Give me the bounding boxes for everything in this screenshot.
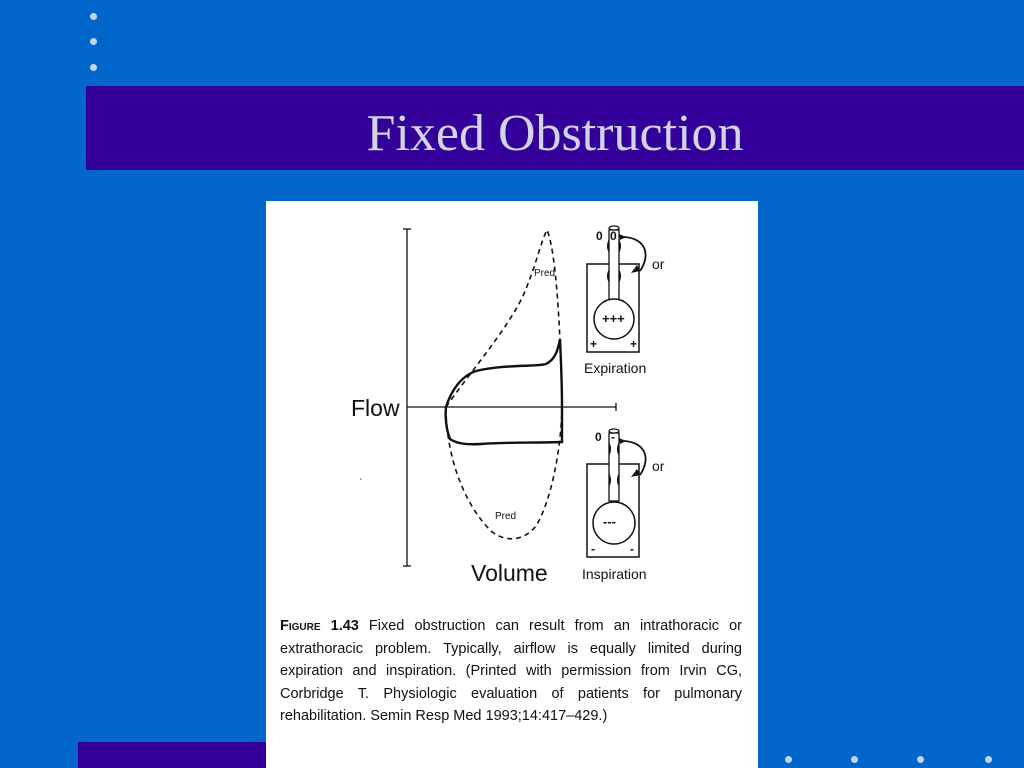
zero-label: 0 [610,229,617,243]
minus-label: - [630,542,634,556]
title-bar: Fixed Obstruction [86,86,1024,170]
bottom-bar [78,742,268,768]
decor-dot [90,13,97,20]
predicted-expiratory-curve [445,228,563,408]
inspiration-label: Inspiration [582,566,647,582]
zero-label: 0 [595,430,602,444]
decor-dot [851,756,858,763]
positive-pressure-label: +++ [602,311,625,326]
figure-panel: Pred Pred Flow Volume ʾ 0 0 or +++ + + E… [266,201,758,768]
observed-flow-volume-loop [444,338,564,446]
figure-number: Figure 1.43 [280,618,359,634]
minus-label: - [591,542,595,556]
decor-dot [785,756,792,763]
or-label-bottom: or [652,458,665,474]
stray-mark: ʾ [359,477,363,489]
zero-label: 0 [596,229,603,243]
or-label-top: or [652,256,665,272]
plus-label: + [590,337,597,351]
caption-text: Fixed obstruction can result from an int… [280,618,743,724]
decor-dot [917,756,924,763]
expiration-diagram [586,225,647,353]
expiration-label: Expiration [584,360,646,376]
negative-pressure-label: --- [603,514,616,529]
pred-top-label: Pred [534,268,555,279]
pred-bottom-label: Pred [495,511,516,522]
inspiration-diagram [586,428,647,558]
volume-axis-label: Volume [471,560,548,586]
slide-title: Fixed Obstruction [366,105,744,162]
decor-dot [90,38,97,45]
minus-label: - [611,430,615,444]
flow-volume-diagram: Pred Pred Flow Volume ʾ 0 0 or +++ + + E… [351,225,665,586]
plus-label: + [630,337,637,351]
decor-dot [90,64,97,71]
decor-dot [985,756,992,763]
flow-axis-label: Flow [351,395,400,421]
